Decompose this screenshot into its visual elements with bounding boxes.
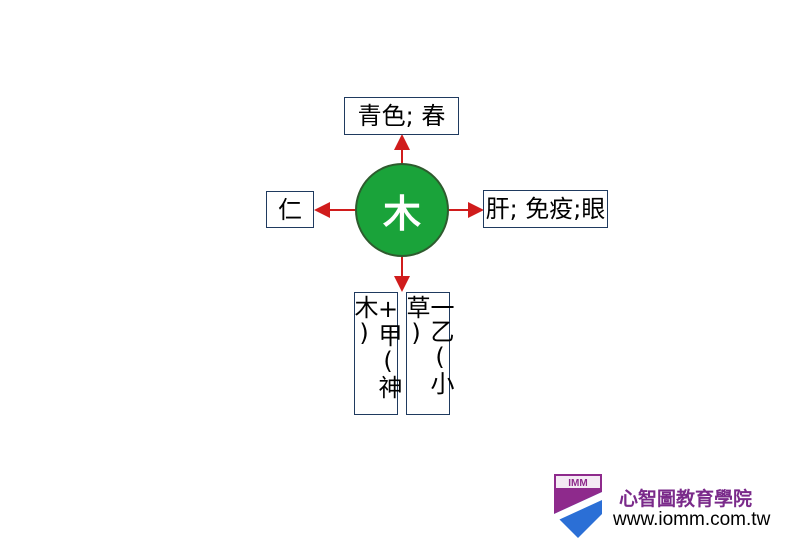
node-left: 仁 bbox=[266, 191, 314, 228]
center-node-label: 木 bbox=[382, 191, 421, 236]
brand-url: www.iomm.com.tw bbox=[613, 509, 771, 530]
brand-logo-icon: IMM bbox=[554, 474, 602, 538]
node-bottom-left: +甲(神木) bbox=[350, 292, 402, 415]
node-top: 青色; 春 bbox=[344, 97, 459, 135]
node-left-label: 仁 bbox=[278, 195, 302, 224]
node-bottom-right-label: 一乙(小草) bbox=[402, 295, 454, 395]
node-bottom-left-label: +甲(神木) bbox=[350, 295, 402, 399]
center-node: 木 bbox=[355, 163, 449, 257]
node-bottom-right: 一乙(小草) bbox=[402, 292, 454, 415]
node-right-label: 肝; 免疫;眼 bbox=[485, 195, 606, 223]
logo-text: IMM bbox=[568, 478, 587, 489]
node-top-label: 青色; 春 bbox=[357, 102, 446, 130]
node-right: 肝; 免疫;眼 bbox=[483, 190, 608, 228]
brand-name: 心智圖教育學院 bbox=[619, 488, 753, 510]
